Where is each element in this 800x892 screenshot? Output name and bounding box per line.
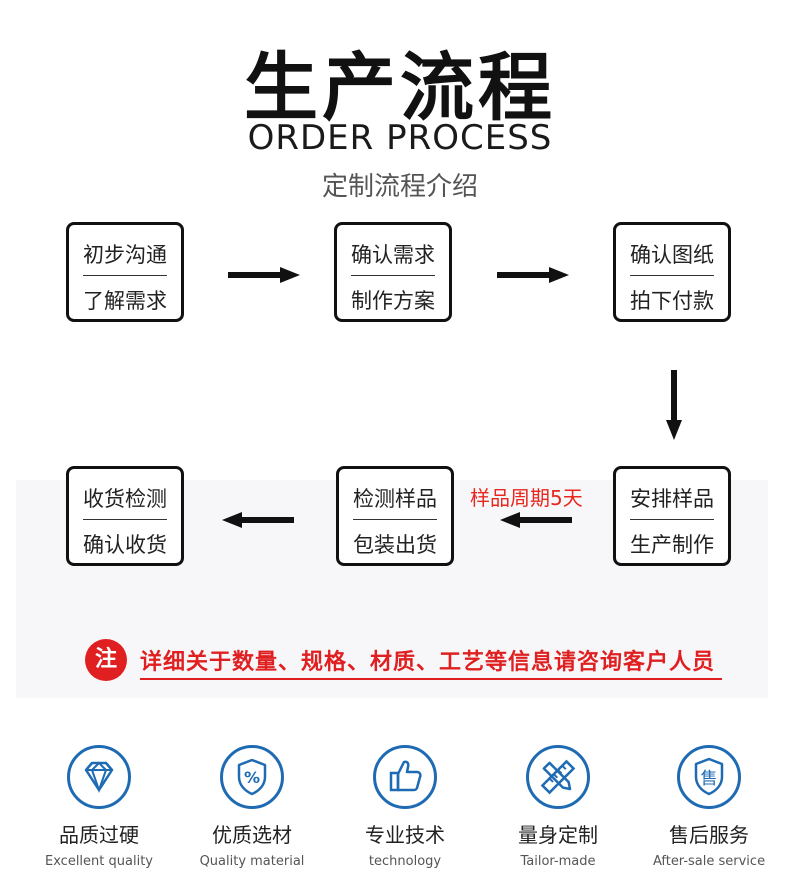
note-underline	[140, 678, 722, 680]
feature-subtitle: Quality material	[199, 854, 305, 869]
step-5-line2: 包装出货	[353, 533, 437, 557]
step-box-1: 初步沟通 了解需求	[66, 222, 184, 322]
step-4-line1: 安排样品	[630, 487, 714, 511]
step-divider	[630, 275, 714, 276]
step-2-line1: 确认需求	[351, 243, 435, 267]
step-box-2: 确认需求 制作方案	[334, 222, 452, 322]
step-box-6: 收货检测 确认收货	[66, 466, 184, 566]
feature-title: 品质过硬	[59, 823, 139, 847]
sample-cycle-label: 样品周期5天	[470, 486, 583, 510]
svg-text:%: %	[244, 768, 260, 787]
arrow-right-icon	[497, 267, 569, 283]
feature-quality-material: % 优质选材 Quality material	[177, 745, 327, 869]
feature-title: 优质选材	[212, 823, 292, 847]
step-box-4: 安排样品 生产制作	[613, 466, 731, 566]
pencil-ruler-icon	[526, 745, 590, 809]
feature-subtitle: Tailor-made	[520, 854, 596, 869]
arrow-left-icon	[500, 512, 572, 528]
step-3-line1: 确认图纸	[630, 243, 714, 267]
step-divider	[83, 275, 167, 276]
shield-percent-icon: %	[220, 745, 284, 809]
step-divider	[351, 275, 435, 276]
step-divider	[83, 519, 167, 520]
page-title: 生产流程	[244, 45, 556, 131]
feature-subtitle: technology	[368, 854, 442, 869]
step-5-line1: 检测样品	[353, 487, 437, 511]
feature-title: 专业技术	[365, 823, 445, 847]
step-divider	[630, 519, 714, 520]
feature-title: 售后服务	[669, 823, 749, 847]
step-divider	[353, 519, 437, 520]
step-6-line1: 收货检测	[83, 487, 167, 511]
step-6-line2: 确认收货	[83, 533, 167, 557]
feature-subtitle: Excellent quality	[45, 854, 153, 869]
step-3-line2: 拍下付款	[630, 289, 714, 313]
step-1-line1: 初步沟通	[83, 243, 167, 267]
shield-service-glyph: 售	[701, 769, 718, 789]
feature-title: 量身定制	[518, 823, 598, 847]
note-text: 详细关于数量、规格、材质、工艺等信息请咨询客户人员	[140, 650, 716, 675]
feature-excellent-quality: 品质过硬 Excellent quality	[24, 745, 174, 869]
thumbs-up-icon	[373, 745, 437, 809]
step-box-5: 检测样品 包装出货	[336, 466, 454, 566]
arrow-right-icon	[228, 267, 300, 283]
step-1-line2: 了解需求	[83, 289, 167, 313]
feature-technology: 专业技术 technology	[330, 745, 480, 869]
step-box-3: 确认图纸 拍下付款	[613, 222, 731, 322]
feature-after-sale-service: 售 售后服务 After-sale service	[634, 745, 784, 869]
page-subtitle-en: ORDER PROCESS	[247, 118, 553, 158]
note-icon: 注	[85, 639, 127, 681]
diamond-icon	[67, 745, 131, 809]
page-subtitle-cn: 定制流程介绍	[321, 172, 478, 202]
feature-subtitle: After-sale service	[652, 854, 766, 869]
step-4-line2: 生产制作	[630, 533, 714, 557]
feature-tailor-made: 量身定制 Tailor-made	[483, 745, 633, 869]
shield-service-icon: 售	[677, 745, 741, 809]
arrow-left-icon	[222, 512, 294, 528]
arrow-down-icon	[666, 370, 682, 440]
step-2-line2: 制作方案	[351, 289, 435, 313]
